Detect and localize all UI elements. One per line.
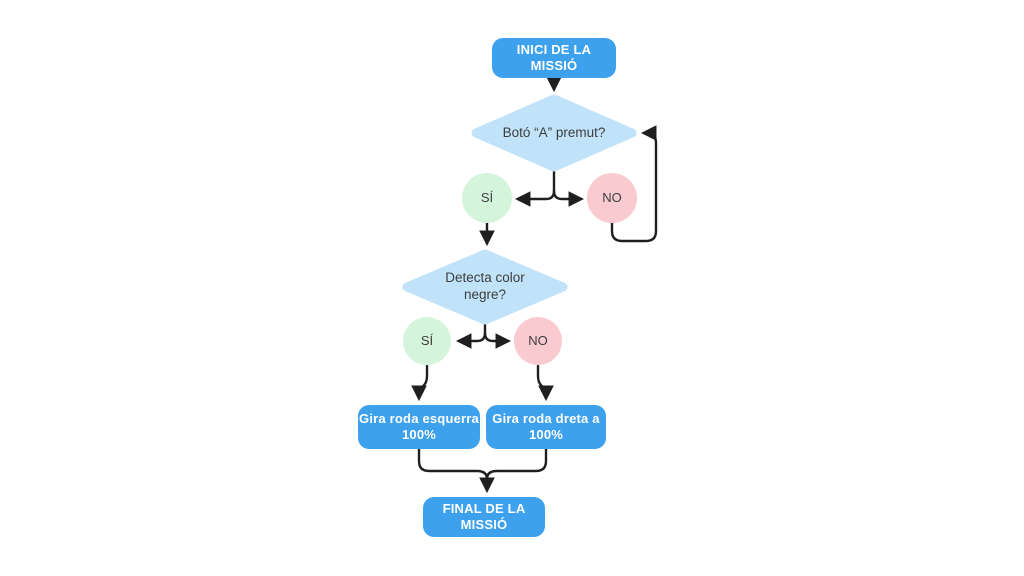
- connector-left-action-merge: [417, 447, 489, 481]
- left-action-node-shape: [358, 405, 480, 449]
- connector-decision1-to-yes1: [514, 169, 556, 207]
- decision1-node-shape: [471, 94, 637, 172]
- connector-yes2-to-left-action: [411, 364, 429, 402]
- no2-node-shape: [514, 317, 562, 365]
- connector-decision1-to-no1: [552, 189, 585, 207]
- connector-no2-to-right-action: [536, 364, 554, 402]
- connector-decision2-to-no2: [483, 331, 512, 349]
- yes1-node-shape: [462, 173, 512, 223]
- yes2-node-shape: [403, 317, 451, 365]
- connector-right-action-merge: [485, 447, 548, 481]
- end-node-shape: [423, 497, 545, 537]
- start-node-shape: [492, 38, 616, 78]
- connector-no1-loopback: [610, 125, 658, 243]
- decision2-node-shape: [402, 249, 568, 325]
- right-action-node-shape: [486, 405, 606, 449]
- connector-decision2-to-yes2: [455, 322, 487, 349]
- no1-node-shape: [587, 173, 637, 223]
